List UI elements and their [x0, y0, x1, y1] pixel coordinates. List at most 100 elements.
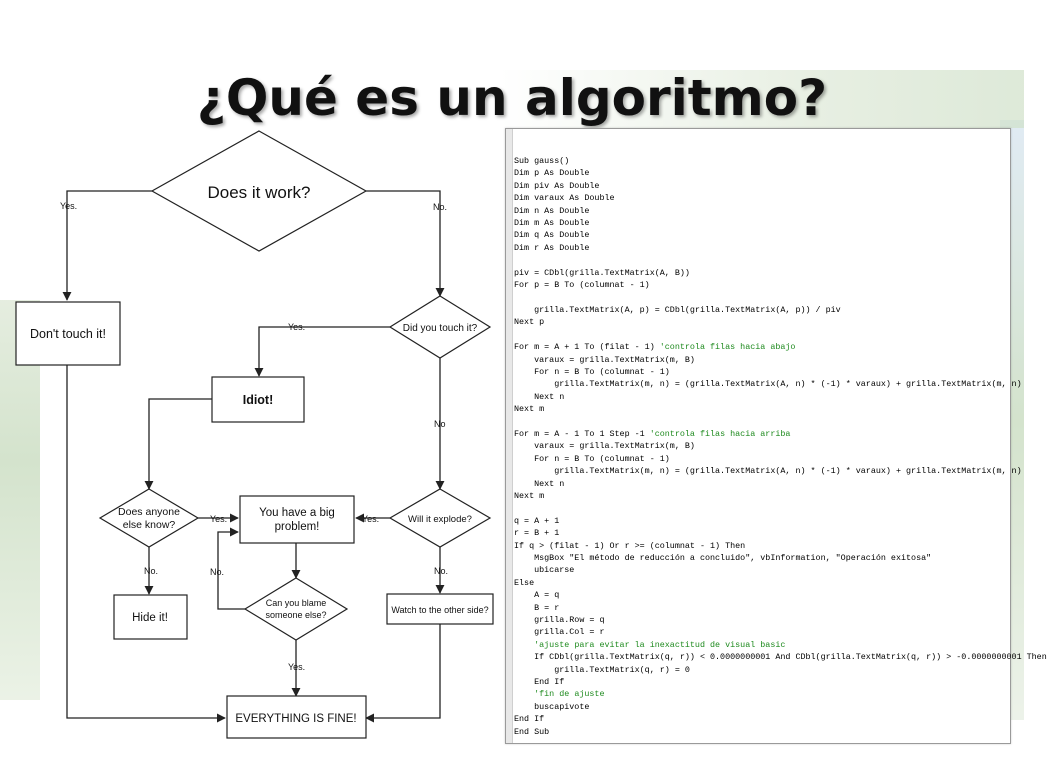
- code-line-text: For m = A - 1 To 1 Step -1: [514, 428, 650, 439]
- code-line-text: [514, 330, 519, 340]
- decision-does-anyone: [98, 488, 200, 548]
- label-hide-it: Hide it!: [132, 612, 168, 624]
- code-line: Dim piv As Double: [514, 180, 1047, 192]
- label-dont-touch: Don't touch it!: [30, 327, 106, 341]
- edge-label-no-blame: No.: [210, 567, 224, 577]
- code-line: Next p: [514, 316, 1047, 328]
- code-line: End If: [514, 713, 1047, 725]
- code-line-text: For m = A + 1 To (filat - 1): [514, 342, 660, 353]
- edge-watch-to-fine: [365, 624, 441, 723]
- code-line: Next n: [514, 391, 1047, 403]
- code-line: MsgBox "El método de reducción a conclui…: [514, 552, 1047, 564]
- box-everything-fine: [226, 695, 367, 739]
- code-line: grilla.TextMatrix(m, n) = (grilla.TextMa…: [514, 378, 1047, 390]
- code-line-text: varaux = grilla.TextMatrix(m, B): [514, 354, 695, 365]
- code-line: r = B + 1: [514, 527, 1047, 539]
- edge-label-yes-explode: Yes.: [362, 514, 379, 524]
- code-line-text: If q > (filat - 1) Or r >= (columnat - 1…: [514, 540, 746, 551]
- code-line-text: Dim m As Double: [514, 218, 590, 229]
- code-line-text: [514, 640, 534, 650]
- code-comment: 'controla filas hacia arriba: [649, 428, 791, 439]
- background-band-top: [500, 70, 1024, 128]
- code-line: Dim q As Double: [514, 229, 1047, 241]
- code-line: Dim r As Double: [514, 242, 1047, 254]
- code-line: grilla.TextMatrix(q, r) = 0: [514, 664, 1047, 676]
- label-did-you-touch: Did you touch it?: [403, 323, 478, 334]
- code-line-text: grilla.Row = q: [514, 615, 605, 626]
- code-line-text: r = B + 1: [514, 528, 560, 539]
- code-comment: 'controla filas hacia abajo: [659, 342, 796, 353]
- code-line: [514, 291, 1047, 303]
- edge-label-no-explode: No.: [434, 566, 448, 576]
- code-comment: 'fin de ajuste: [534, 689, 605, 700]
- code-line-text: Dim piv As Double: [514, 180, 600, 191]
- edge-no-loop-to-big-problem: [217, 527, 245, 610]
- code-line: [514, 329, 1047, 341]
- code-line: Dim p As Double: [514, 167, 1047, 179]
- code-line: A = q: [514, 589, 1047, 601]
- code-line-text: Else: [514, 577, 535, 588]
- code-line: q = A + 1: [514, 515, 1047, 527]
- code-line-text: For n = B To (columnat - 1): [514, 453, 670, 464]
- code-line: grilla.TextMatrix(m, n) = (grilla.TextMa…: [514, 465, 1047, 477]
- edge-idiot-to-does-anyone: [144, 398, 212, 490]
- code-line: grilla.TextMatrix(A, p) = CDbl(grilla.Te…: [514, 304, 1047, 316]
- code-line: grilla.Row = q: [514, 614, 1047, 626]
- code-line: Dim varaux As Double: [514, 192, 1047, 204]
- code-line: End If: [514, 676, 1047, 688]
- code-line-text: grilla.TextMatrix(m, n) = (grilla.TextMa…: [514, 466, 1022, 477]
- code-line-text: End If: [514, 677, 565, 688]
- code-line-text: End Sub: [514, 726, 550, 737]
- code-line: [514, 502, 1047, 514]
- code-line: [514, 416, 1047, 428]
- code-line: End Sub: [514, 726, 1047, 738]
- code-line-text: Next p: [514, 317, 545, 328]
- label-does-it-work: Does it work?: [208, 183, 311, 202]
- code-line: buscapivote: [514, 701, 1047, 713]
- code-line-text: varaux = grilla.TextMatrix(m, B): [514, 441, 695, 452]
- code-line-text: grilla.Col = r: [514, 627, 605, 638]
- code-line: For m = A + 1 To (filat - 1) 'controla f…: [514, 341, 1047, 353]
- code-line-text: [514, 292, 519, 302]
- code-line-text: Sub gauss(): [514, 156, 570, 166]
- code-line: For n = B To (columnat - 1): [514, 453, 1047, 465]
- code-line-text: Dim n As Double: [514, 205, 590, 216]
- edge-label-no-top: No.: [433, 202, 447, 212]
- code-line-text: Dim varaux As Double: [514, 193, 615, 204]
- code-line: piv = CDbl(grilla.TextMatrix(A, B)): [514, 267, 1047, 279]
- code-line: grilla.Col = r: [514, 626, 1047, 638]
- decision-blame: [243, 577, 349, 641]
- code-line-text: [514, 689, 534, 699]
- code-line: B = r: [514, 602, 1047, 614]
- code-line-text: [514, 503, 519, 513]
- label-blame-1: Can you blame: [266, 598, 327, 608]
- code-line: ubicarse: [514, 564, 1047, 576]
- slide-title: ¿Qué es un algoritmo?: [196, 69, 828, 127]
- code-line-text: End If: [514, 714, 545, 725]
- label-everything-fine: EVERYTHING IS FINE!: [235, 713, 356, 725]
- code-line-text: [514, 255, 519, 265]
- code-line-text: Next m: [514, 490, 545, 501]
- box-idiot: [211, 376, 305, 423]
- code-line-text: Dim p As Double: [514, 168, 590, 179]
- label-big-problem-1: You have a big: [259, 507, 335, 519]
- code-line-text: MsgBox "El método de reducción a conclui…: [514, 553, 932, 563]
- code-line: Dim n As Double: [514, 205, 1047, 217]
- label-idiot: Idiot!: [243, 393, 274, 407]
- label-watch-to: Watch to the other side?: [391, 605, 488, 615]
- code-line: varaux = grilla.TextMatrix(m, B): [514, 440, 1047, 452]
- code-line: If q > (filat - 1) Or r >= (columnat - 1…: [514, 540, 1047, 552]
- label-does-anyone-2: else know?: [123, 519, 176, 531]
- code-line-text: q = A + 1: [514, 515, 560, 526]
- edge-no-to-did-you-touch: [366, 190, 445, 297]
- code-editor-gutter: [506, 129, 513, 743]
- code-line-text: grilla.TextMatrix(q, r) = 0: [514, 664, 690, 675]
- edge-label-yes-touch: Yes.: [288, 322, 305, 332]
- edge-label-yes-anyone: Yes.: [210, 514, 227, 524]
- code-line-text: Next m: [514, 404, 545, 415]
- edge-label-yes-top: Yes.: [60, 201, 77, 211]
- code-line-text: buscapivote: [514, 701, 590, 712]
- edge-label-yes-blame: Yes.: [288, 662, 305, 672]
- code-line-text: grilla.TextMatrix(m, n) = (grilla.TextMa…: [514, 379, 1022, 390]
- edge-label-no-anyone: No.: [144, 566, 158, 576]
